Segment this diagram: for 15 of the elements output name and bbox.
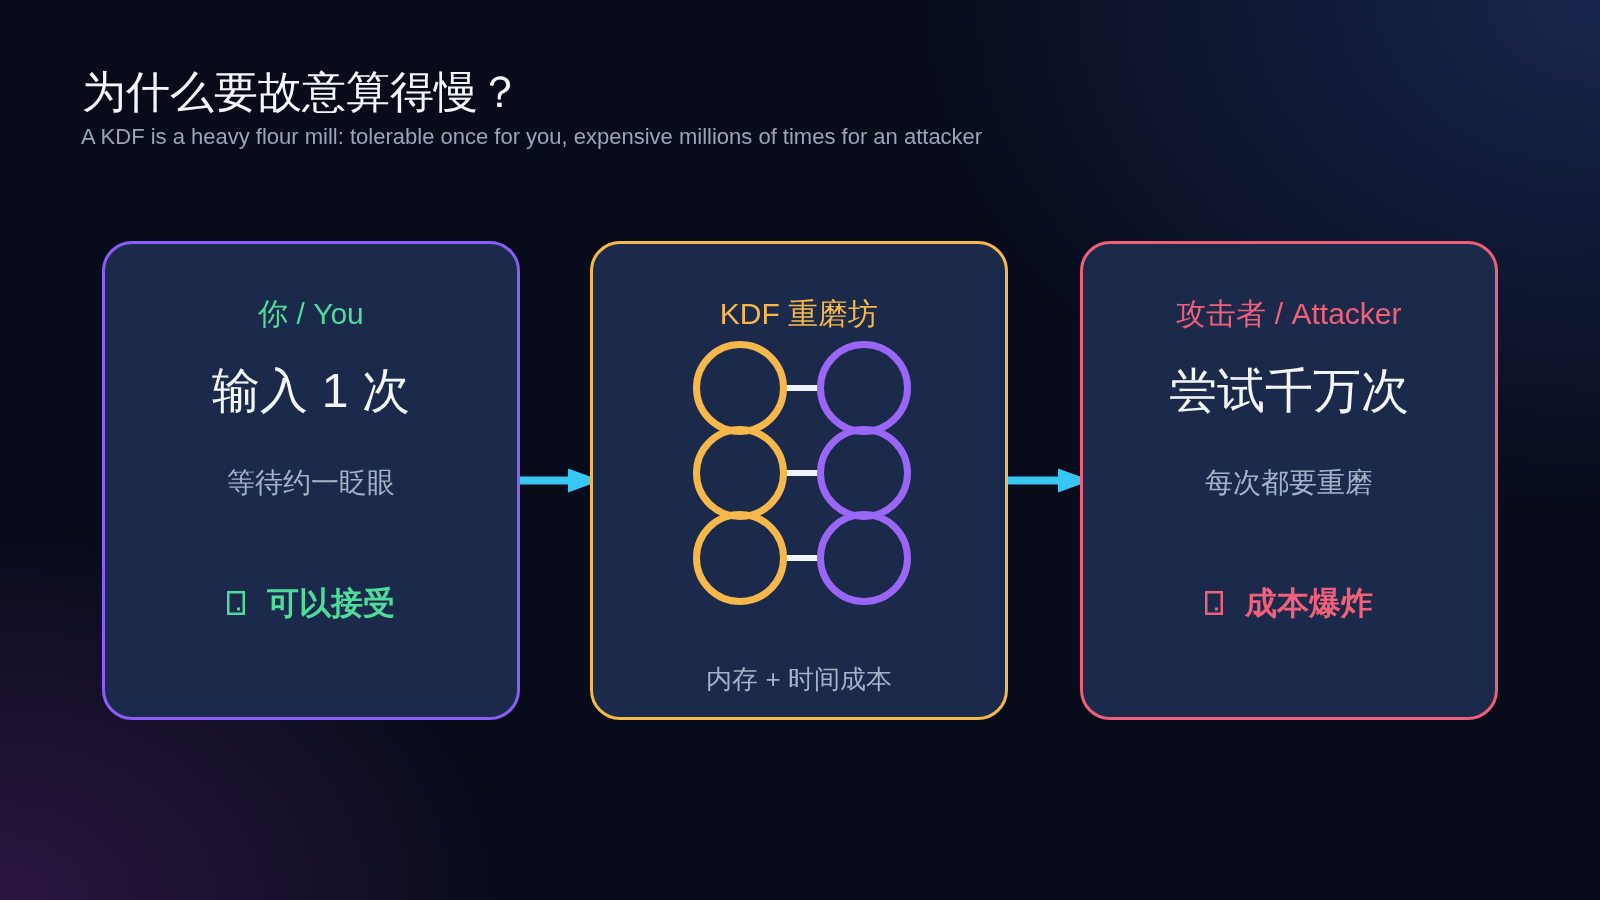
subtitle-text: A KDF is a heavy flour mill: tolerable once for you, expensive millions of times for an attacker (81, 124, 983, 151)
card-subtext: 每次都要重磨 (1205, 466, 1373, 500)
status-text: 成本爆炸 (1245, 584, 1373, 623)
card-heading: 你 / You (258, 296, 364, 332)
card-main-text: 输入 1 次 (212, 363, 410, 419)
card-footer-text: 内存 + 时间成本 (706, 664, 892, 696)
card-subtext: 等待约一眨眼 (227, 466, 395, 500)
info-card (590, 241, 1008, 720)
card-heading: 攻击者 / Attacker (1176, 296, 1402, 332)
info-card (1080, 241, 1498, 720)
card-main-text: 尝试千万次 (1169, 363, 1409, 419)
slide-title: 为什么要故意算得慢？ (82, 66, 522, 118)
status-text: 可以接受 (267, 584, 395, 623)
info-card (102, 241, 520, 720)
card-heading: KDF 重磨坊 (719, 296, 879, 332)
